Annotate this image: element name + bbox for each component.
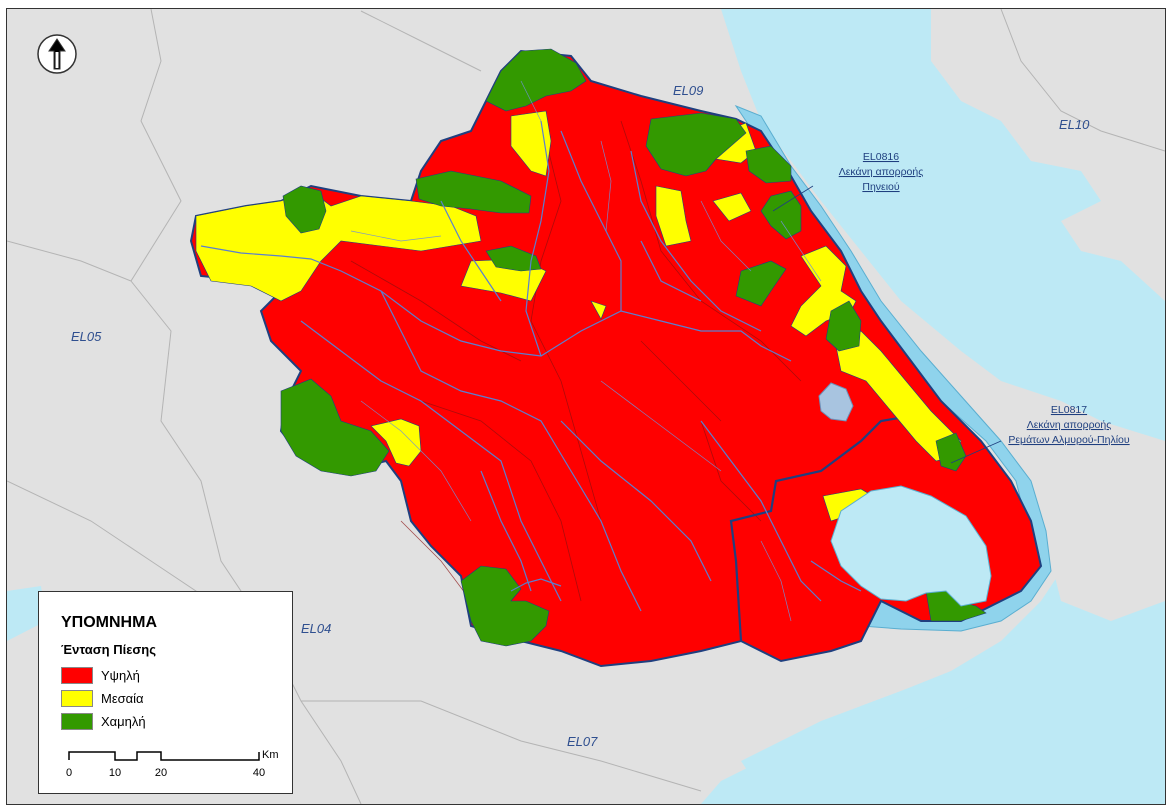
map-legend: ΥΠΟΜΝΗΜΑ Ένταση Πίεσης Υψηλή Μεσαία Χαμη… xyxy=(38,591,293,794)
basin-label-el0817-code: EL0817 xyxy=(1051,404,1087,416)
north-arrow-icon xyxy=(37,34,77,74)
aegean-sea xyxy=(701,9,1165,804)
basin-label-el0816-code: EL0816 xyxy=(863,151,899,163)
basin-label-el0817-line1: Λεκάνη απορροής xyxy=(1027,419,1112,431)
basin-leader-el0817 xyxy=(950,440,1002,464)
region-label-el07: EL07 xyxy=(567,734,598,749)
legend-swatch-medium xyxy=(61,690,93,707)
region-label-el10: EL10 xyxy=(1059,117,1090,132)
scale-tick-10: 10 xyxy=(109,767,121,779)
sea-lower-left xyxy=(7,586,46,641)
pagasitikos-gulf xyxy=(830,485,992,607)
region-borders xyxy=(7,9,1165,804)
legend-label-low: Χαμηλή xyxy=(101,714,146,729)
basin-label-el0816-line1: Λεκάνη απορροής xyxy=(839,166,924,178)
legend-title: ΥΠΟΜΝΗΜΑ xyxy=(61,614,157,631)
basin-label-el0817-line2: Ρεμάτων Αλμυρού-Πηλίου xyxy=(1008,434,1130,446)
basin-boundary-el0817 xyxy=(729,414,912,642)
legend-swatch-low xyxy=(61,713,93,730)
chalkidiki-land xyxy=(931,9,1165,301)
lake xyxy=(818,382,854,422)
region-label-el05: EL05 xyxy=(71,329,102,344)
scale-tick-40: 40 xyxy=(253,767,265,779)
basin-label-el0816-line2: Πηνειού xyxy=(862,181,900,193)
region-label-el09: EL09 xyxy=(673,83,703,98)
scale-unit: Km xyxy=(262,749,279,761)
stream-network xyxy=(350,80,822,622)
basin-label-el0817: EL0817 Λεκάνη απορροής Ρεμάτων Αλμυρού-Π… xyxy=(950,404,1130,464)
subbasin-borders xyxy=(350,120,802,602)
region-label-el04: EL04 xyxy=(301,621,331,636)
basin-label-el0816: EL0816 Λεκάνη απορροής Πηνειού xyxy=(772,151,924,212)
legend-label-medium: Μεσαία xyxy=(101,691,144,706)
island-land xyxy=(1051,521,1165,621)
sea-bay-lower-right xyxy=(741,641,1031,791)
scale-tick-20: 20 xyxy=(155,767,167,779)
basin-leader-el0816 xyxy=(772,185,814,212)
pressure-medium-areas xyxy=(195,110,962,522)
pressure-low-areas xyxy=(280,48,987,647)
legend-label-high: Υψηλή xyxy=(101,668,140,683)
river-network xyxy=(200,120,862,612)
legend-subtitle: Ένταση Πίεσης xyxy=(61,642,156,657)
scale-bar: 0 10 20 40 Km xyxy=(66,749,279,779)
scale-tick-0: 0 xyxy=(66,767,72,779)
legend-swatch-high xyxy=(61,667,93,684)
